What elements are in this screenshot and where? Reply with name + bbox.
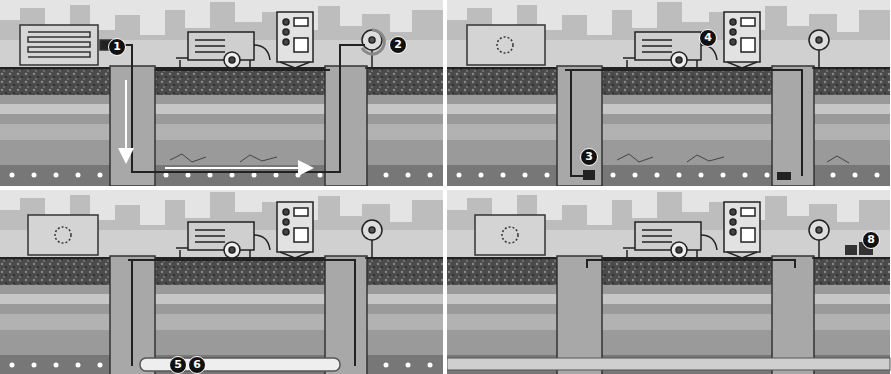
callout-number: 1 xyxy=(108,38,126,56)
panel-3 xyxy=(0,190,443,374)
hose xyxy=(587,260,795,268)
hose xyxy=(155,69,330,71)
callout-number: 2 xyxy=(389,36,407,54)
unit-box xyxy=(467,25,545,65)
heater-unit xyxy=(20,25,114,65)
launch-device xyxy=(583,170,595,180)
pipe-crack xyxy=(617,154,849,163)
receiver-device xyxy=(777,172,791,180)
hose xyxy=(114,45,365,172)
flow-arrow xyxy=(165,167,310,169)
reel-motion xyxy=(362,30,384,54)
pipe-crack xyxy=(170,154,277,162)
unit-box xyxy=(28,215,98,255)
lined-pipe xyxy=(447,358,890,370)
panel-1 xyxy=(0,0,443,186)
flow-arrow xyxy=(125,80,127,160)
callout-number: 5 xyxy=(169,356,187,374)
unit-box xyxy=(475,215,545,255)
callout-number: 8 xyxy=(862,231,880,249)
callout-number: 6 xyxy=(188,356,206,374)
panel-2 xyxy=(447,0,890,186)
hose xyxy=(565,70,802,176)
hose xyxy=(128,260,355,366)
callout-number: 3 xyxy=(580,148,598,166)
panel-4 xyxy=(447,190,890,374)
callout-number: 4 xyxy=(699,29,717,47)
